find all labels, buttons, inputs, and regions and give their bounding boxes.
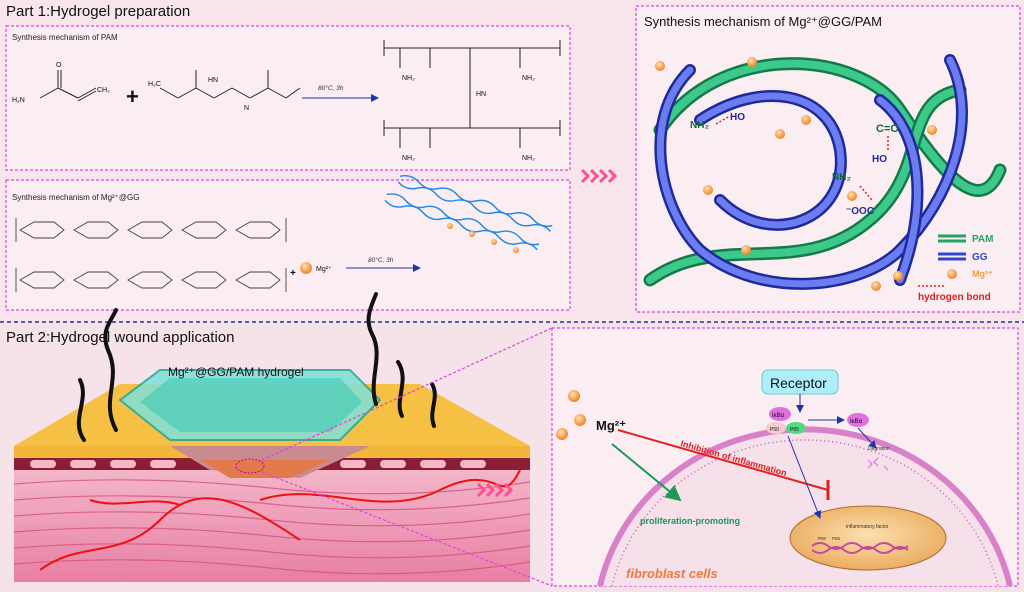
- label-co: C=O: [876, 123, 899, 135]
- gg-plus-sign: +: [290, 268, 296, 279]
- nucleus: [789, 505, 947, 571]
- legend-mg: Mg²⁺: [972, 269, 993, 279]
- fibroblast-label: fibroblast cells: [626, 566, 718, 581]
- product-nh2-1: NH₂: [402, 75, 415, 82]
- atom-h3c: H₃C: [148, 81, 161, 88]
- acrylamide-structure: [39, 70, 97, 102]
- mechanism-mg-ions: [655, 57, 937, 291]
- atom-ch2: CH₂: [97, 87, 110, 94]
- wound-illustration: Mg²⁺@GG/PAM hydrogel: [13, 292, 531, 582]
- inflammatory-label: inflammatory factor: [846, 524, 889, 530]
- inhibition-line: [617, 429, 829, 491]
- translocation-arrow: [787, 435, 822, 519]
- helix-mg-ions: [447, 223, 519, 253]
- pam-condition: 80°C, 3h: [318, 84, 344, 92]
- label-ho-a: HO: [730, 112, 745, 123]
- part1-flow-arrows: [580, 168, 618, 184]
- label-nh2-b: NH₂: [832, 172, 851, 183]
- ikba-a-label: IκBα: [772, 413, 785, 419]
- label-nh2-a: NH₂: [690, 120, 709, 131]
- mg-ion-icon: [300, 262, 312, 274]
- product-nh2-3: NH₂: [402, 155, 415, 162]
- legend-hbond: hydrogen bond: [918, 292, 991, 303]
- gg-double-helix: [384, 174, 553, 251]
- atom-h2n: H₂N: [12, 97, 25, 104]
- hydrogel-label: Mg²⁺@GG/PAM hydrogel: [168, 365, 304, 379]
- dna-strand: [811, 542, 909, 550]
- pam-synthesis-box: Synthesis mechanism of PAM H₂N O CH₂ + H…: [5, 25, 571, 171]
- part1-title: Part 1:Hydrogel preparation: [6, 3, 190, 20]
- dna-p65: P65: [832, 536, 841, 541]
- p65-label: P65: [790, 427, 799, 433]
- nfkb-complex: IκBα P50 P65: [766, 407, 806, 434]
- cell-mechanism-box: Receptor Mg²⁺ Inhibition of inflammation…: [551, 327, 1019, 587]
- proliferation-label: proliferation-promoting: [640, 516, 740, 526]
- gg-synthesis-box: Synthesis mechanism of Mg²⁺@GG + Mg²⁺ 80…: [5, 174, 571, 311]
- dna-p50: P50: [818, 536, 827, 541]
- gg-box-title: Synthesis mechanism of Mg²⁺@GG: [12, 193, 140, 202]
- mechanism-title: Synthesis mechanism of Mg²⁺@GG/PAM: [644, 14, 882, 29]
- mechanism-hbonds: [715, 115, 889, 201]
- cell-mg-ions: [556, 390, 586, 440]
- degration-fragments: [867, 457, 889, 471]
- product-nh2-4: NH₂: [522, 155, 535, 162]
- proliferation-arrow: [611, 443, 682, 502]
- part2-title: Part 2:Hydrogel wound application: [6, 329, 234, 346]
- p50-label: P50: [770, 427, 779, 433]
- atom-hn: HN: [208, 77, 218, 84]
- gellan-gum-structure: [15, 218, 287, 292]
- ikba-b-label: IκBα: [850, 419, 863, 425]
- receptor-label: Receptor: [770, 375, 827, 391]
- part2-flow-arrows: [476, 482, 514, 498]
- zoom-lines: [261, 327, 553, 587]
- atom-o: O: [56, 62, 62, 69]
- mba-crosslinker-structure: [159, 70, 301, 99]
- gg-condition: 80°C, 3h: [368, 256, 394, 264]
- gg-strands: [654, 54, 968, 290]
- pam-box-title: Synthesis mechanism of PAM: [12, 33, 118, 42]
- gg-mg-label: Mg²⁺: [316, 266, 332, 273]
- ikba-b-shape: [847, 413, 869, 427]
- atom-n: N: [244, 105, 249, 112]
- pam-crosslinked-product: [383, 40, 561, 148]
- mechanism-legend: PAM GG Mg²⁺ hydrogen bond: [918, 234, 993, 303]
- product-nh2-2: NH₂: [522, 75, 535, 82]
- mechanism-box: Synthesis mechanism of Mg²⁺@GG/PAM: [635, 5, 1021, 313]
- legend-gg: GG: [972, 252, 988, 263]
- legend-pam: PAM: [972, 234, 993, 245]
- degration-label: Degration: [868, 446, 890, 452]
- pam-plus-sign: +: [126, 84, 139, 109]
- product-hn: HN: [476, 91, 486, 98]
- label-ooc: ⁻OOC: [846, 206, 874, 217]
- label-ho-b: HO: [872, 154, 887, 165]
